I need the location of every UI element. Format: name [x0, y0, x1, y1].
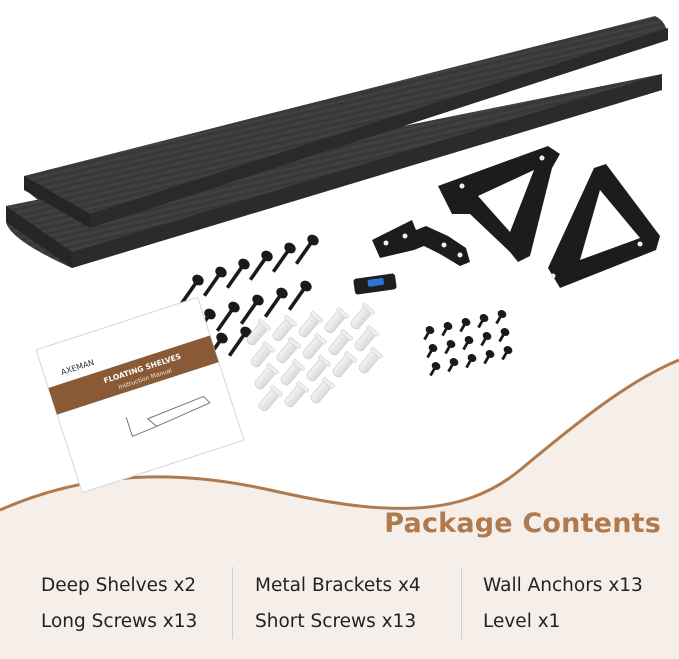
short-screw	[462, 336, 474, 351]
wall-anchor	[354, 325, 379, 352]
wall-anchor	[254, 363, 279, 390]
short-screw	[465, 354, 477, 369]
item-long-screws: Long Screws x13	[41, 611, 198, 632]
background-wave	[0, 360, 679, 659]
short-screws	[423, 310, 513, 377]
column-divider-1	[232, 567, 233, 639]
long-screw	[271, 242, 296, 273]
long-screw	[294, 234, 319, 265]
package-contents-list: Deep Shelves x2 Metal Brackets x4 Wall A…	[0, 563, 679, 643]
wall-anchor	[310, 377, 335, 404]
short-screw	[459, 318, 471, 333]
wall-anchor	[306, 355, 331, 382]
long-screw	[239, 294, 264, 325]
short-screw	[480, 332, 492, 347]
short-screw	[426, 344, 438, 359]
shelf-top	[24, 16, 668, 228]
long-screw	[227, 326, 252, 357]
instruction-manual: AXEMAN FLOATING SHELVES Instruction Manu…	[35, 296, 245, 494]
long-screw	[263, 287, 288, 318]
wall-anchor	[328, 329, 353, 356]
wall-anchor	[350, 303, 375, 330]
wall-anchor	[298, 311, 323, 338]
wall-anchor	[246, 319, 271, 346]
item-deep-shelves: Deep Shelves x2	[41, 575, 197, 596]
level	[353, 273, 397, 295]
short-screw	[447, 358, 459, 373]
wall-anchor	[258, 385, 283, 412]
wall-anchor	[284, 381, 309, 408]
wall-anchor	[302, 333, 327, 360]
metal-brackets	[372, 146, 660, 288]
long-screw	[248, 250, 273, 281]
short-screw	[423, 326, 435, 341]
long-screw	[225, 258, 250, 289]
wall-anchor	[250, 341, 275, 368]
long-screw	[202, 266, 227, 297]
shelf-bottom	[6, 74, 662, 268]
long-screw	[179, 274, 204, 305]
short-screw	[495, 310, 507, 325]
short-screw	[501, 346, 513, 361]
wall-anchor	[276, 337, 301, 364]
wall-anchor	[324, 307, 349, 334]
wall-anchors	[246, 303, 383, 412]
item-short-screws: Short Screws x13	[255, 611, 417, 632]
wall-anchor	[272, 315, 297, 342]
wall-anchor	[332, 351, 357, 378]
long-screws	[179, 234, 319, 363]
short-screw	[429, 362, 441, 377]
column-divider-2	[461, 567, 462, 639]
short-screw	[483, 350, 495, 365]
long-screw	[287, 280, 312, 311]
short-screw	[444, 340, 456, 355]
item-metal-brackets: Metal Brackets x4	[255, 575, 421, 596]
section-title: Package Contents	[384, 508, 661, 539]
wall-anchor	[358, 347, 383, 374]
short-screw	[477, 314, 489, 329]
item-wall-anchors: Wall Anchors x13	[483, 575, 643, 596]
item-level: Level x1	[483, 611, 561, 632]
wall-anchor	[280, 359, 305, 386]
long-screw	[215, 301, 240, 332]
short-screw	[441, 322, 453, 337]
short-screw	[498, 328, 510, 343]
deep-shelves	[6, 16, 668, 268]
